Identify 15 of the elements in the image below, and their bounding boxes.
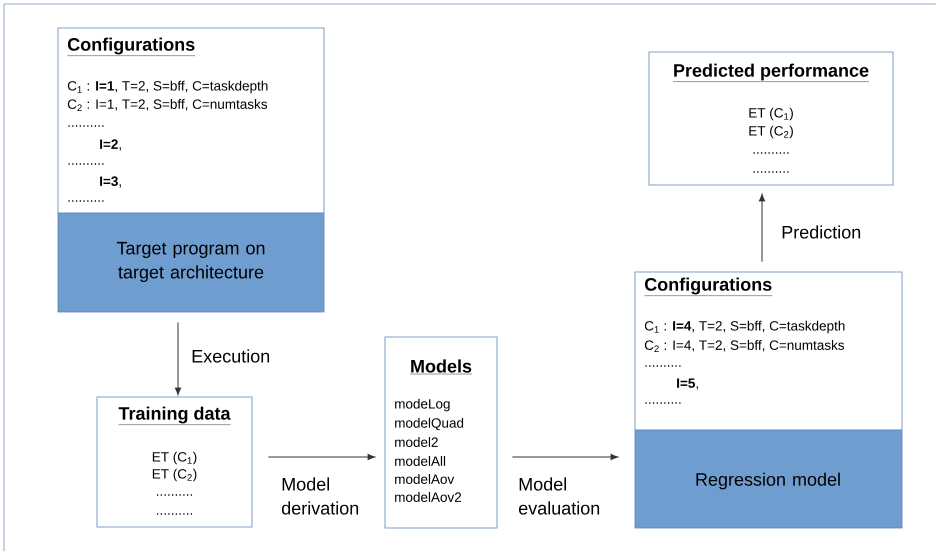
text-box: Training data ET (C$_{1}$) ET (C$_{2}$) .......... .......... bbox=[96, 396, 252, 528]
edge-label: Model evaluation bbox=[518, 477, 600, 515]
text-box: Models modeLog modelQuad model2 modelAll modelAov modelAov2 bbox=[384, 336, 498, 528]
arrow bbox=[758, 194, 766, 262]
arrow bbox=[512, 454, 618, 460]
text-box: Configurations C$_{1}$ : I=1, T=2, S=bff, C=taskdepth C$_{2}$ : I=1, T=2, S=bff, C=numtasks .......... I=2, .......... I=3, .......... bbox=[58, 28, 324, 214]
arrow bbox=[174, 322, 182, 396]
program-band: Regression model bbox=[634, 430, 902, 528]
arrow bbox=[268, 454, 376, 460]
text-box: Predicted performance ET (C$_{1}$) ET (C$_{2}$) .......... .......... bbox=[648, 52, 894, 186]
program-band: Target program on target architecture bbox=[58, 212, 324, 312]
edge-label: Execution bbox=[192, 349, 270, 363]
text-box: Configurations C$_{1}$ : I=4, T=2, S=bff, C=taskdepth C$_{2}$ : I=4, T=2, S=bff, C=numtasks .......... I=5, .......... bbox=[634, 272, 902, 430]
edge-label: Model derivation bbox=[282, 477, 358, 515]
edge-label: Prediction bbox=[782, 225, 860, 239]
